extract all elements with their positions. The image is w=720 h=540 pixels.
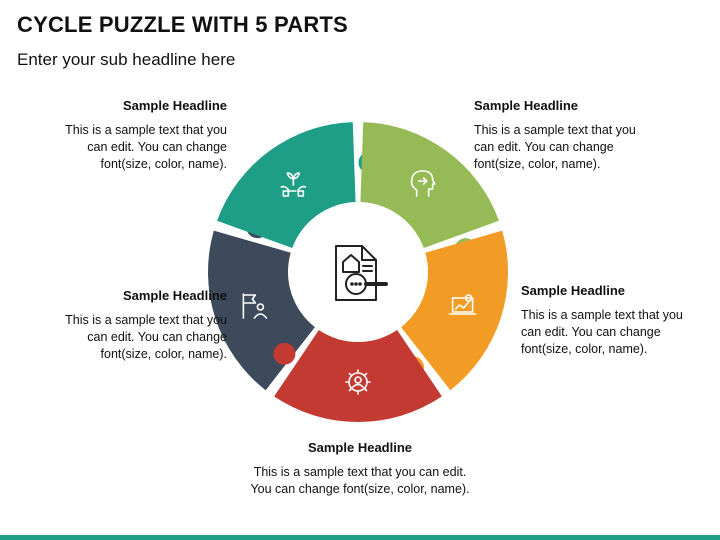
text-block-right: Sample Headline This is a sample text th… [521,282,716,358]
page-title: CYCLE PUZZLE WITH 5 PARTS [17,12,348,37]
text-block-top-left: Sample Headline This is a sample text th… [40,97,227,173]
block-text: This is a sample text that you can edit.… [521,308,683,356]
center-icon-group [335,245,388,301]
page-subtitle: Enter your sub headline here [17,50,236,69]
block-headline: Sample Headline [521,283,626,298]
puzzle-segment-red [274,330,442,422]
block-text: This is a sample text that you can edit.… [65,123,227,171]
gear-person-icon [345,369,371,395]
puzzle-segment-green [360,122,499,249]
bottom-accent-bar [0,535,720,540]
block-headline: Sample Headline [122,288,227,303]
block-headline: Sample Headline [307,440,413,455]
hands-plant-icon [280,172,307,197]
text-block-top-right: Sample Headline This is a sample text th… [474,97,674,173]
block-text: This is a sample text that you can edit.… [250,465,470,496]
document-search-icon [335,245,388,301]
puzzle-segment-orange [401,230,508,391]
head-arrow-icon [410,170,436,197]
puzzle-knob-red [273,342,296,365]
laptop-chart-icon [448,294,477,315]
text-block-left: Sample Headline This is a sample text th… [15,287,227,363]
text-block-bottom: Sample Headline This is a sample text th… [220,439,500,498]
block-headline: Sample Headline [122,98,227,113]
block-headline: Sample Headline [474,98,579,113]
block-text: This is a sample text that you can edit.… [65,313,227,361]
flag-person-icon [242,293,268,319]
block-text: This is a sample text that you can edit.… [474,123,636,171]
puzzle-segment-teal [217,122,356,249]
